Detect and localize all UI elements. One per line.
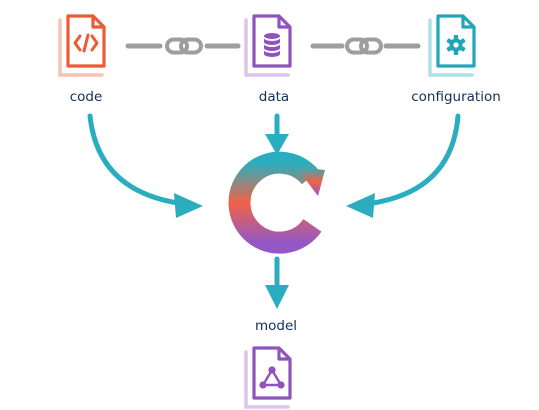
data-label: data [258, 89, 290, 105]
gear-icon [446, 35, 466, 55]
model-file-icon [244, 346, 292, 409]
database-file-icon [244, 14, 292, 77]
arrow-process-to-model [265, 256, 289, 309]
network-graph-icon [259, 366, 285, 389]
refresh-icon [228, 151, 325, 254]
arrow-configuration-to-process [346, 113, 461, 218]
configuration-label: configuration [411, 89, 501, 105]
link-icon [165, 37, 203, 55]
arrow-data-to-process [265, 113, 289, 155]
arrow-code-to-process [87, 113, 203, 218]
code-file-icon [58, 14, 106, 77]
link-icon [345, 37, 383, 55]
code-label: code [69, 89, 103, 105]
model-label: model [254, 318, 298, 334]
link-data-configuration [310, 37, 421, 55]
settings-file-icon [428, 14, 476, 77]
link-code-data [125, 37, 241, 55]
database-icon [264, 33, 280, 57]
